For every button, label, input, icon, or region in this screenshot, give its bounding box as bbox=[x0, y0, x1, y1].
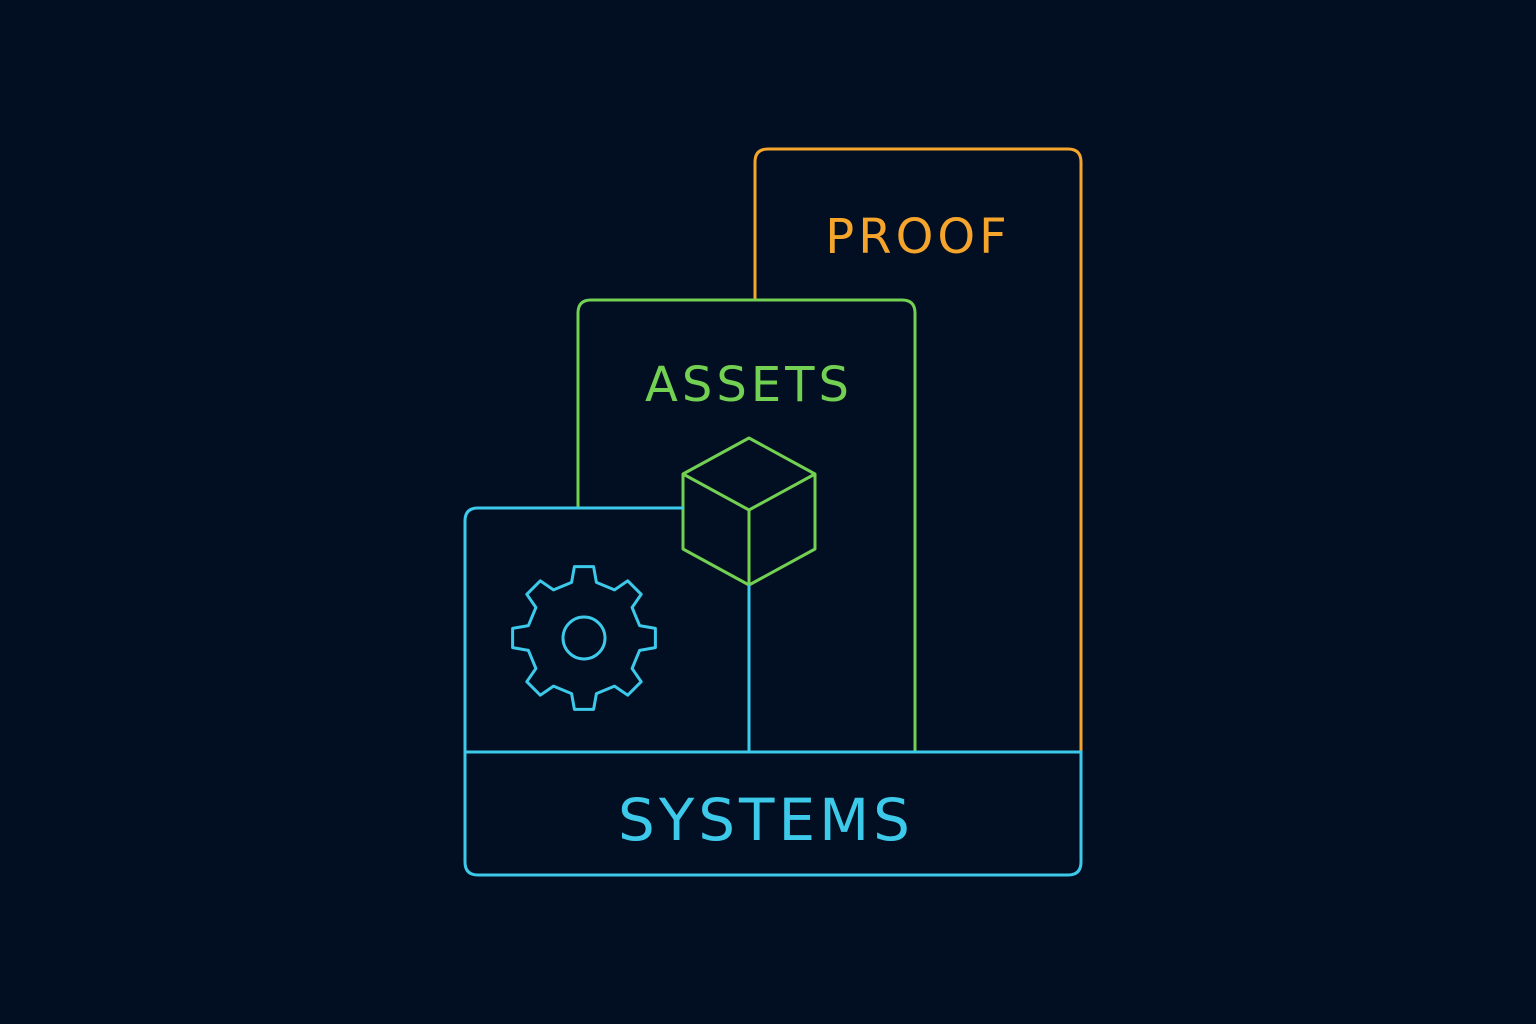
systems-label: SYSTEMS bbox=[618, 786, 914, 854]
proof-frame bbox=[753, 147, 1083, 752]
gear-icon bbox=[511, 565, 657, 711]
assets-frame bbox=[576, 298, 917, 752]
proof-block: PROOF bbox=[753, 147, 1083, 752]
proof-label: PROOF bbox=[825, 209, 1010, 265]
assets-block: ASSETS bbox=[576, 298, 917, 752]
assets-label: ASSETS bbox=[645, 357, 853, 413]
systems-frame bbox=[463, 506, 1083, 877]
systems-block: SYSTEMS bbox=[463, 506, 1083, 877]
